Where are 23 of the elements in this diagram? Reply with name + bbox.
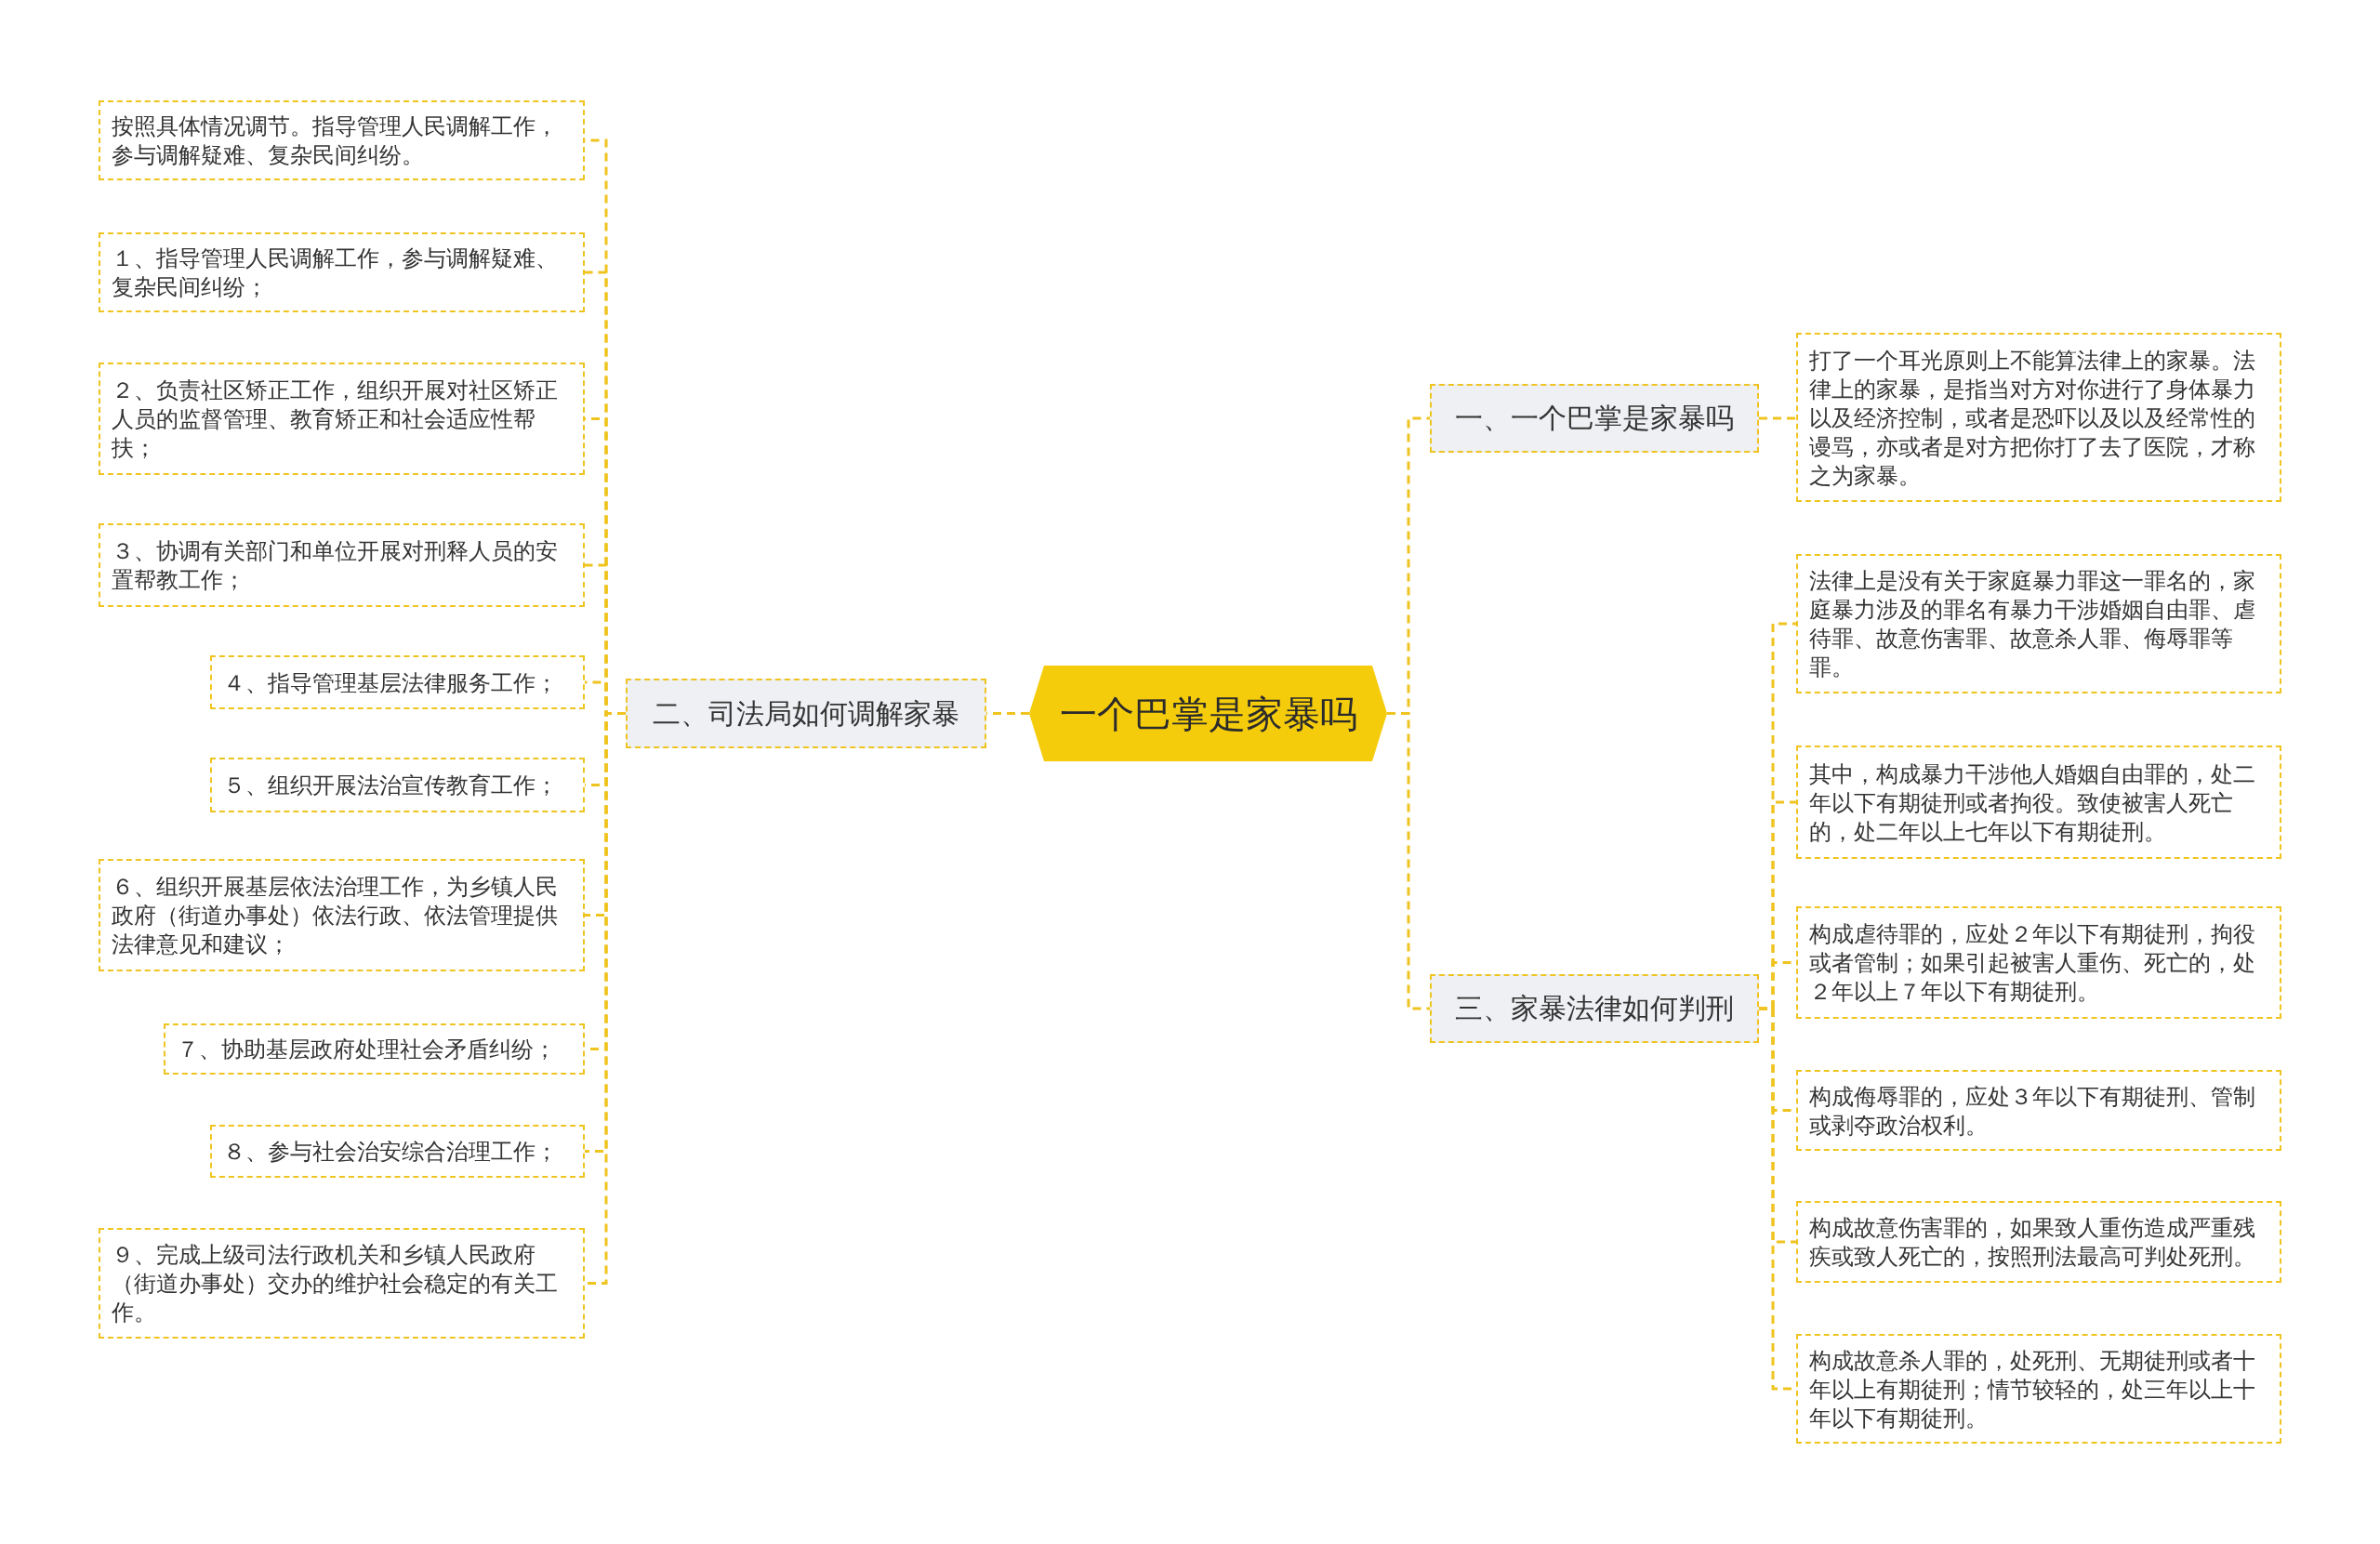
note-box: ６、组织开展基层依法治理工作，为乡镇人民政府（街道办事处）依法行政、依法管理提供法律意见和建议；	[99, 859, 585, 971]
note-box: ７、协助基层政府处理社会矛盾纠纷；	[164, 1023, 585, 1075]
connector-line	[1387, 712, 1430, 1010]
note-box: ５、组织开展法治宣传教育工作；	[210, 758, 585, 812]
note-box: 构成故意伤害罪的，如果致人重伤造成严重残疾或致人死亡的，按照刑法最高可判处死刑。	[1796, 1201, 2281, 1283]
topic-box: 三、家暴法律如何判刑	[1430, 974, 1759, 1043]
note-box: 法律上是没有关于家庭暴力罪这一罪名的，家庭暴力涉及的罪名有暴力干涉婚姻自由罪、虐待罪、故意伤害罪、故意杀人罪、侮辱罪等罪。	[1796, 554, 2281, 693]
note-box: 其中，构成暴力干涉他人婚姻自由罪的，处二年以下有期徒刑或者拘役。致使被害人死亡的，处二年以上七年以下有期徒刑。	[1796, 746, 2281, 859]
note-box: 打了一个耳光原则上不能算法律上的家暴。法律上的家暴，是指当对方对你进行了身体暴力以及经济控制，或者是恐吓以及以及经常性的谩骂，亦或者是对方把你打了去了医院，才称之为家暴。	[1796, 333, 2281, 502]
note-box: 构成侮辱罪的，应处３年以下有期徒刑、管制或剥夺政治权利。	[1796, 1070, 2281, 1151]
note-box: １、指导管理人民调解工作，参与调解疑难、复杂民间纠纷；	[99, 232, 585, 312]
topic-box: 一、一个巴掌是家暴吗	[1430, 384, 1759, 453]
note-box: 构成故意杀人罪的，处死刑、无期徒刑或者十年以上有期徒刑；情节较轻的，处三年以上十年以下有期徒刑。	[1796, 1334, 2281, 1444]
note-box: ３、协调有关部门和单位开展对刑释人员的安置帮教工作；	[99, 523, 585, 607]
hexagon-node: 一个巴掌是家暴吗	[1029, 666, 1387, 761]
topic-box: 二、司法局如何调解家暴	[626, 679, 986, 748]
note-box: 构成虐待罪的，应处２年以下有期徒刑，拘役或者管制；如果引起被害人重伤、死亡的，处２年以上７年以下有期徒刑。	[1796, 906, 2281, 1019]
note-box: ４、指导管理基层法律服务工作；	[210, 655, 585, 709]
note-box: ２、负责社区矫正工作，组织开展对社区矫正人员的监督管理、教育矫正和社会适应性帮扶；	[99, 363, 585, 475]
note-box: ８、参与社会治安综合治理工作；	[210, 1125, 585, 1178]
note-box: 按照具体情况调节。指导管理人民调解工作，参与调解疑难、复杂民间纠纷。	[99, 100, 585, 180]
note-box: ９、完成上级司法行政机关和乡镇人民政府（街道办事处）交办的维护社会稳定的有关工作。	[99, 1228, 585, 1339]
connector-line	[1759, 416, 1796, 420]
